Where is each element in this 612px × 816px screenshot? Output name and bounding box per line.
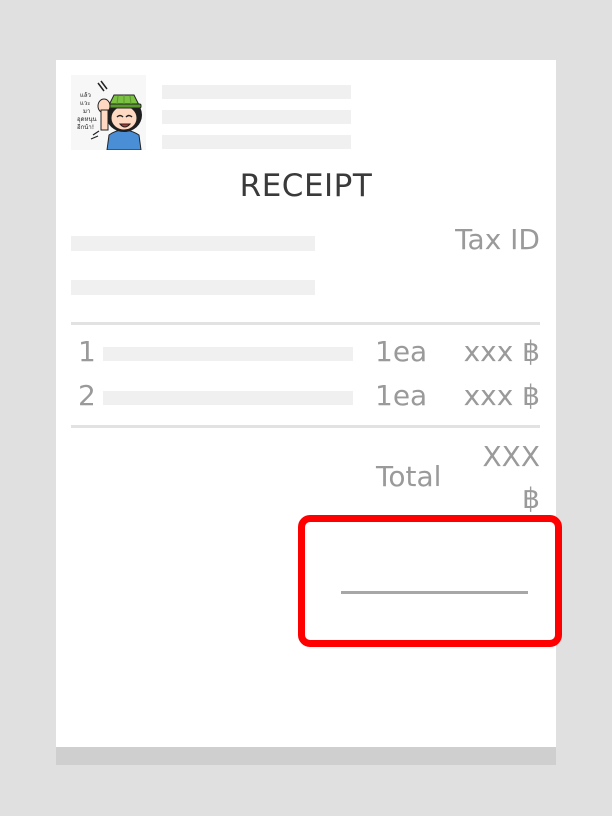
tax-id-label: Tax ID <box>455 223 540 256</box>
divider-top <box>71 322 540 325</box>
logo-caption-4: อุดหนุน <box>77 116 97 123</box>
total-label: Total <box>376 460 442 493</box>
shop-contact-placeholder <box>162 135 351 149</box>
total-amount: XXX <box>482 440 540 473</box>
paper-bottom-edge <box>56 747 556 765</box>
shop-address-placeholder <box>162 110 351 124</box>
logo-caption-3: มา <box>83 108 90 115</box>
item-number: 2 <box>78 379 96 412</box>
item-description-placeholder <box>103 391 353 405</box>
logo-caption-1: แล้ว <box>80 92 91 99</box>
receipt-title: RECEIPT <box>239 168 373 204</box>
logo-caption-2: แวะ <box>80 100 90 107</box>
logo-caption-5: อีกน้า! <box>77 123 95 131</box>
item-price: xxx ฿ <box>463 335 540 368</box>
signature-highlight-box <box>298 515 562 647</box>
item-quantity: 1ea <box>375 335 428 368</box>
item-number: 1 <box>78 335 96 368</box>
shop-name-placeholder <box>162 85 351 99</box>
receipt-paper: แล้ว แวะ มา อุดหนุน อีกน้า! RECEIPT Tax … <box>56 60 556 765</box>
total-value: XXX ฿ <box>482 436 540 520</box>
total-currency: ฿ <box>522 482 540 515</box>
signature-line <box>341 591 528 594</box>
item-quantity: 1ea <box>375 379 428 412</box>
shop-logo: แล้ว แวะ มา อุดหนุน อีกน้า! <box>71 75 146 150</box>
customer-address-placeholder <box>71 280 315 295</box>
mascot-illustration: แล้ว แวะ มา อุดหนุน อีกน้า! <box>71 75 146 150</box>
item-description-placeholder <box>103 347 353 361</box>
divider-bottom <box>71 425 540 428</box>
item-price: xxx ฿ <box>463 379 540 412</box>
customer-name-placeholder <box>71 236 315 251</box>
